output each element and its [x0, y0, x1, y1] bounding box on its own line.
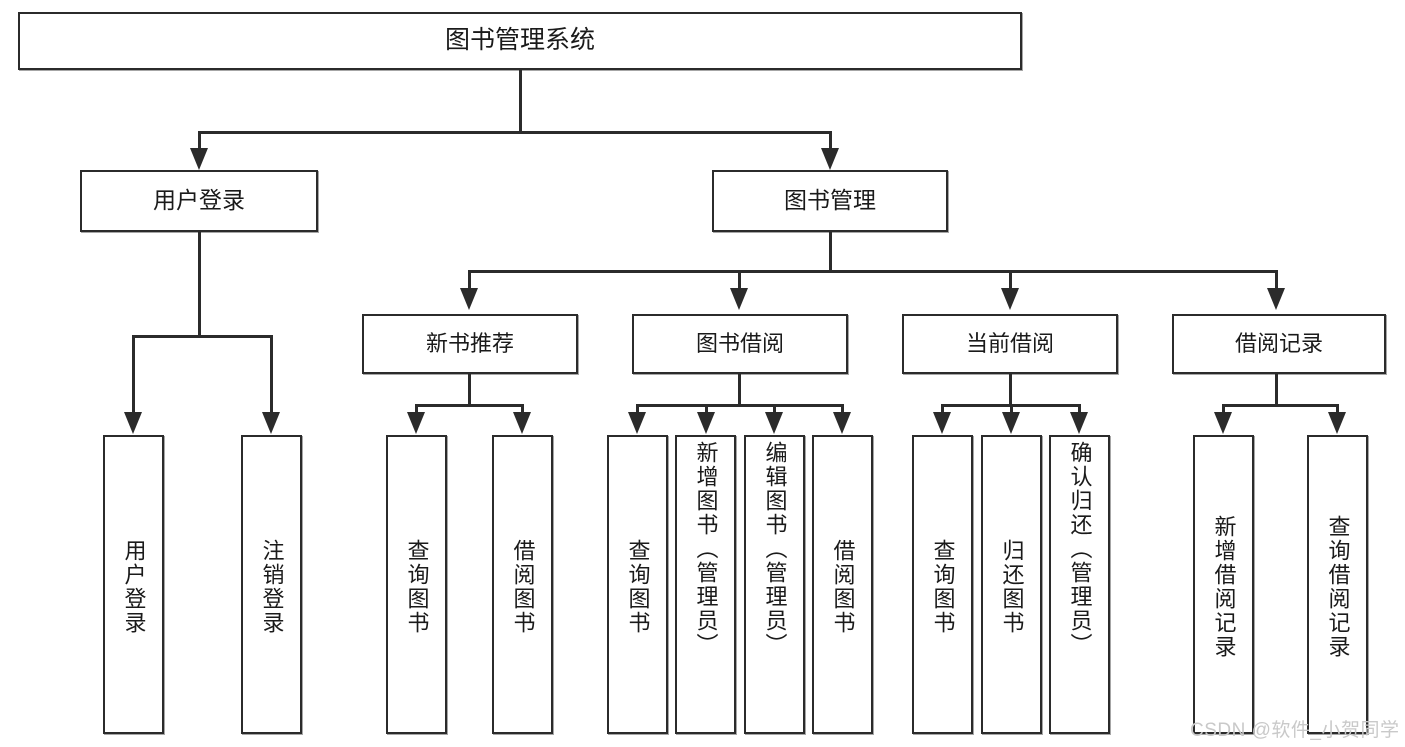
leaf-label: 借阅图书 — [510, 538, 536, 635]
connector-book-manage-stem — [829, 232, 832, 272]
arrowhead-root-to-user-login — [190, 148, 208, 170]
leaf-label: 查询借阅记录 — [1325, 514, 1351, 659]
leaf-label: 用户登录 — [121, 538, 147, 635]
connector-current-borrow-stem — [1009, 374, 1012, 406]
arrowhead-to-current-borrow — [1001, 288, 1019, 310]
leaf-return-book[interactable]: 归还图书 — [981, 435, 1042, 734]
leaf-query-book-recommend[interactable]: 查询图书 — [386, 435, 447, 734]
connector-level2-bus — [468, 270, 1278, 273]
node-label: 用户登录 — [153, 187, 245, 214]
leaf-add-borrow-record[interactable]: 新增借阅记录 — [1193, 435, 1254, 734]
node-label: 当前借阅 — [965, 331, 1054, 357]
leaf-label: 查询图书 — [930, 538, 956, 635]
arrowhead-new-book-leaf2 — [513, 412, 531, 434]
arrowhead-current-borrow-leaf3 — [1070, 412, 1088, 434]
connector-book-borrow-leaf4 — [841, 404, 844, 418]
leaf-label: 确认归还（管理员） — [1067, 441, 1093, 657]
node-new-book-recommend[interactable]: 新书推荐 — [362, 314, 578, 374]
connector-borrow-record-leaf2 — [1336, 404, 1339, 418]
leaf-confirm-return-admin[interactable]: 确认归还（管理员） — [1049, 435, 1110, 734]
node-borrow-record[interactable]: 借阅记录 — [1172, 314, 1386, 374]
arrowhead-book-borrow-leaf4 — [833, 412, 851, 434]
connector-borrow-record-stem — [1275, 374, 1278, 406]
connector-root-stem — [519, 70, 522, 133]
connector-book-borrow-stem — [738, 374, 741, 406]
connector-borrow-record-bus — [1222, 404, 1339, 407]
node-label: 图书管理系统 — [444, 26, 595, 55]
connector-root-to-book-manage — [829, 131, 832, 151]
connector-current-borrow-leaf3 — [1078, 404, 1081, 418]
arrowhead-to-new-book — [460, 288, 478, 310]
connector-user-login-leaf1 — [132, 335, 135, 417]
connector-new-book-leaf1 — [415, 404, 418, 418]
arrowhead-user-login-leaf2 — [262, 412, 280, 434]
connector-current-borrow-leaf1 — [941, 404, 944, 418]
leaf-label: 归还图书 — [999, 538, 1025, 635]
node-label: 图书管理 — [784, 187, 876, 214]
connector-to-book-borrow — [738, 270, 741, 292]
arrowhead-book-borrow-leaf2 — [697, 412, 715, 434]
connector-new-book-bus — [415, 404, 524, 407]
connector-current-borrow-leaf2 — [1010, 404, 1013, 418]
connector-to-borrow-record — [1275, 270, 1278, 292]
node-book-borrow[interactable]: 图书借阅 — [632, 314, 848, 374]
arrowhead-current-borrow-leaf2 — [1002, 412, 1020, 434]
node-label: 借阅记录 — [1234, 331, 1323, 357]
arrowhead-to-borrow-record — [1267, 288, 1285, 310]
leaf-label: 查询图书 — [625, 538, 651, 635]
node-book-management[interactable]: 图书管理 — [712, 170, 948, 232]
arrowhead-book-borrow-leaf3 — [765, 412, 783, 434]
connector-user-login-bus — [132, 335, 273, 338]
connector-to-new-book — [468, 270, 471, 292]
connector-book-borrow-bus — [636, 404, 844, 407]
arrowhead-root-to-book-manage — [821, 148, 839, 170]
connector-new-book-leaf2 — [521, 404, 524, 418]
node-root-library-system[interactable]: 图书管理系统 — [18, 12, 1022, 70]
leaf-label: 新增图书（管理员） — [693, 441, 719, 657]
arrowhead-to-book-borrow — [730, 288, 748, 310]
connector-user-login-leaf2 — [270, 335, 273, 417]
leaf-borrow-book-recommend[interactable]: 借阅图书 — [492, 435, 553, 734]
arrowhead-borrow-record-leaf2 — [1328, 412, 1346, 434]
node-user-login[interactable]: 用户登录 — [80, 170, 318, 232]
arrowhead-book-borrow-leaf1 — [628, 412, 646, 434]
connector-book-borrow-leaf1 — [636, 404, 639, 418]
arrowhead-borrow-record-leaf1 — [1214, 412, 1232, 434]
csdn-watermark: CSDN @软件_小贺同学 — [1190, 720, 1400, 741]
leaf-user-login[interactable]: 用户登录 — [103, 435, 164, 734]
connector-root-to-user-login — [198, 131, 201, 151]
leaf-label: 借阅图书 — [830, 538, 856, 635]
node-label: 新书推荐 — [425, 331, 514, 357]
arrowhead-user-login-leaf1 — [124, 412, 142, 434]
connector-book-borrow-leaf3 — [773, 404, 776, 418]
leaf-label: 查询图书 — [404, 538, 430, 635]
node-label: 图书借阅 — [695, 331, 784, 357]
leaf-label: 编辑图书（管理员） — [762, 441, 788, 657]
arrowhead-new-book-leaf1 — [407, 412, 425, 434]
leaf-query-book-current[interactable]: 查询图书 — [912, 435, 973, 734]
leaf-query-borrow-record[interactable]: 查询借阅记录 — [1307, 435, 1368, 734]
leaf-logout-login[interactable]: 注销登录 — [241, 435, 302, 734]
leaf-add-book-admin[interactable]: 新增图书（管理员） — [675, 435, 736, 734]
leaf-borrow-book[interactable]: 借阅图书 — [812, 435, 873, 734]
leaf-query-book-borrow[interactable]: 查询图书 — [607, 435, 668, 734]
leaf-label: 新增借阅记录 — [1211, 514, 1237, 659]
connector-borrow-record-leaf1 — [1222, 404, 1225, 418]
connector-to-current-borrow — [1009, 270, 1012, 292]
connector-user-login-stem — [198, 232, 201, 337]
leaf-edit-book-admin[interactable]: 编辑图书（管理员） — [744, 435, 805, 734]
leaf-label: 注销登录 — [259, 538, 285, 635]
connector-root-bus — [198, 131, 831, 134]
node-current-borrow[interactable]: 当前借阅 — [902, 314, 1118, 374]
connector-new-book-stem — [468, 374, 471, 406]
connector-book-borrow-leaf2 — [705, 404, 708, 418]
arrowhead-current-borrow-leaf1 — [933, 412, 951, 434]
